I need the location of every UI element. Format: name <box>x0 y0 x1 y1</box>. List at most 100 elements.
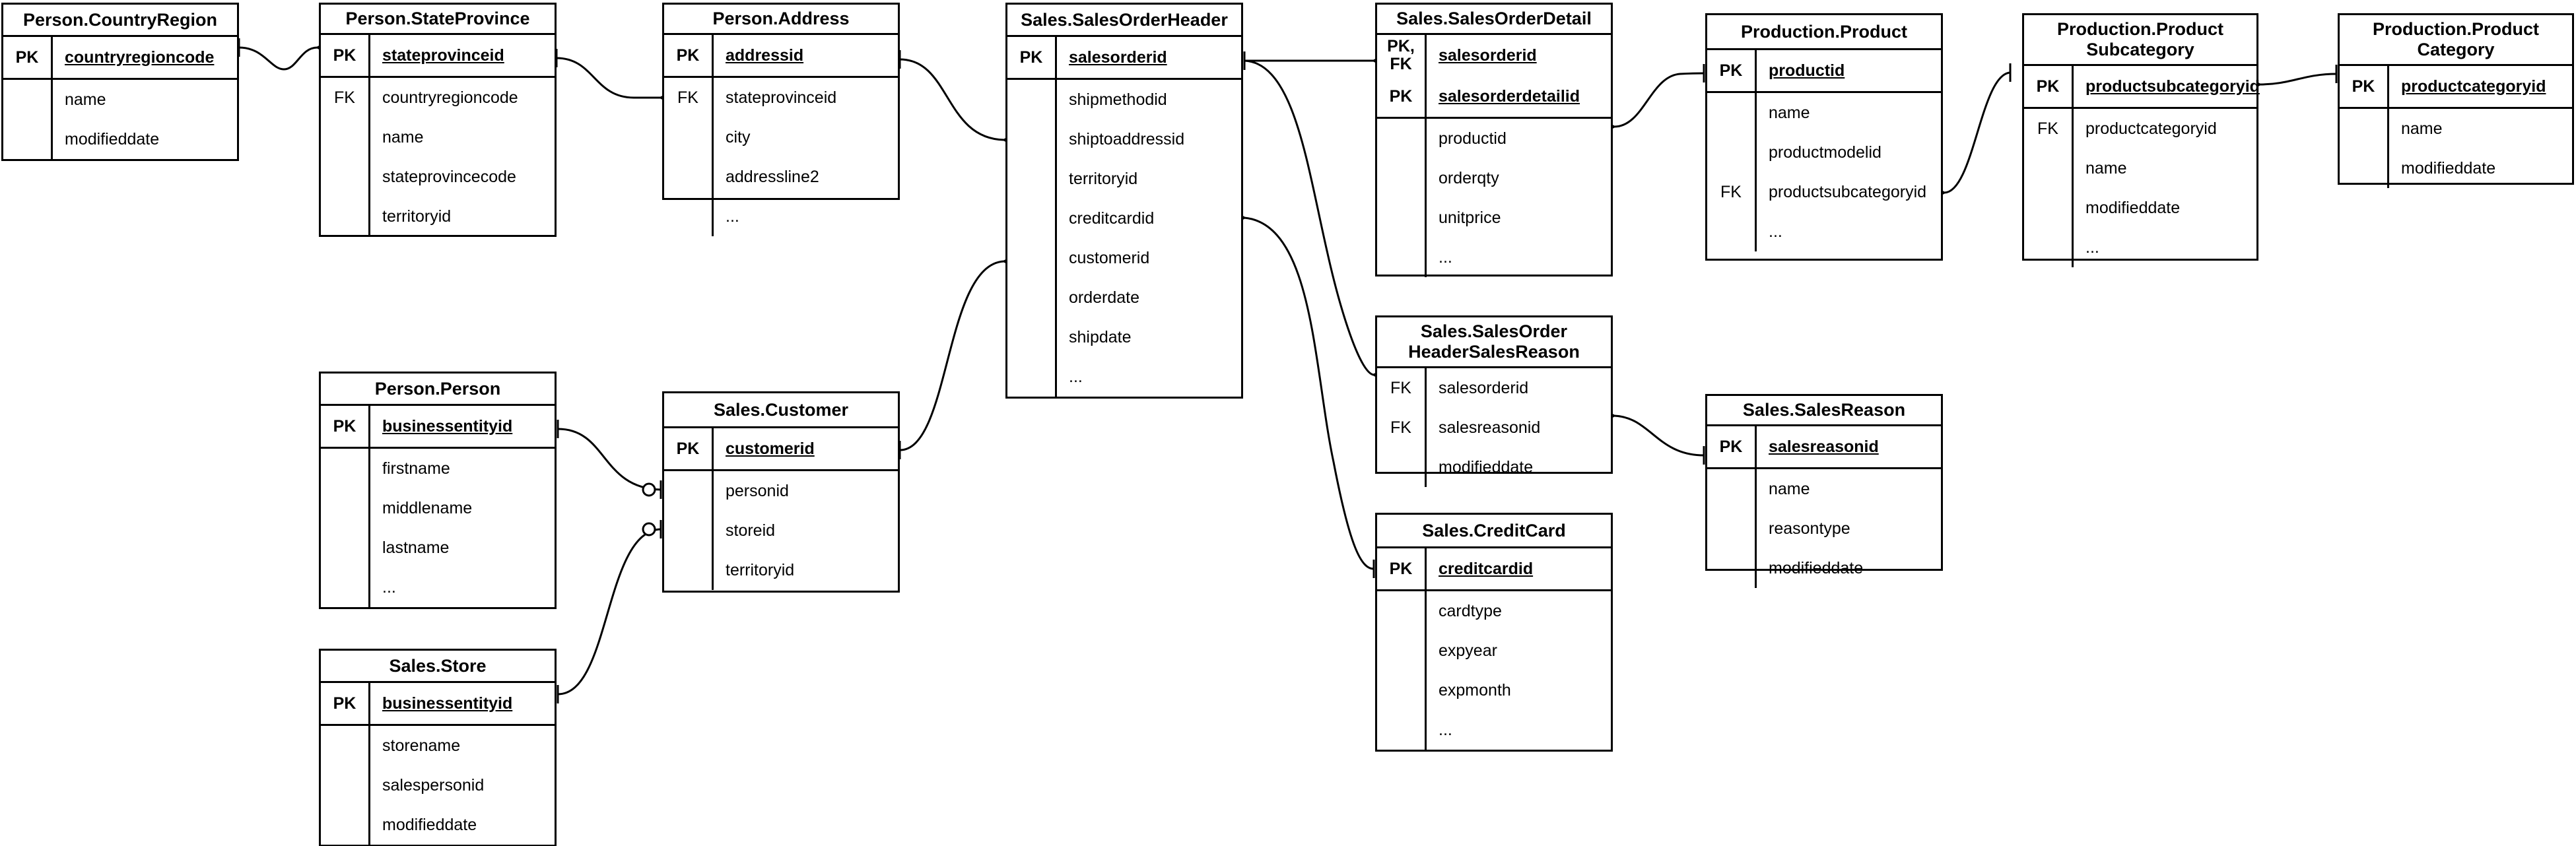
entity-title: Production.Product <box>1707 15 1941 50</box>
attribute-row[interactable]: cardtype <box>1377 591 1611 631</box>
attribute-row[interactable]: storename <box>321 726 555 765</box>
attribute-row[interactable]: customerid <box>1007 238 1241 278</box>
attribute-name: ... <box>1425 710 1611 750</box>
attribute-row[interactable]: shipmethodid <box>1007 80 1241 119</box>
attribute-row[interactable]: ... <box>321 568 555 607</box>
attribute-name: orderdate <box>1055 278 1241 317</box>
attribute-row[interactable]: modifieddate <box>1377 447 1611 487</box>
attribute-row[interactable]: ... <box>1007 357 1241 397</box>
attribute-row[interactable]: orderqty <box>1377 158 1611 198</box>
attribute-row[interactable]: name <box>1707 469 1941 509</box>
attribute-row[interactable]: reasontype <box>1707 509 1941 548</box>
attribute-row[interactable]: ... <box>1377 238 1611 277</box>
attribute-row[interactable]: stateprovincecode <box>321 157 555 197</box>
attribute-row[interactable]: city <box>664 117 898 157</box>
attribute-row[interactable]: name <box>2024 148 2256 188</box>
attribute-row[interactable]: productmodelid <box>1707 133 1941 172</box>
attribute-row[interactable]: modifieddate <box>2340 148 2572 188</box>
attribute-name: name <box>2387 109 2572 148</box>
attribute-row[interactable]: name <box>1707 93 1941 133</box>
attribute-label: salesorderid <box>1439 378 1529 397</box>
attribute-label: ... <box>1439 247 1452 267</box>
attribute-row[interactable]: territoryid <box>1007 159 1241 199</box>
attribute-row[interactable]: shipdate <box>1007 317 1241 357</box>
key-marker <box>2024 228 2072 267</box>
attribute-row[interactable]: creditcardid <box>1007 199 1241 238</box>
attribute-row[interactable]: name <box>2340 109 2572 148</box>
attribute-row[interactable]: lastname <box>321 528 555 568</box>
attribute-row[interactable]: expmonth <box>1377 670 1611 710</box>
attribute-row[interactable]: productid <box>1377 119 1611 158</box>
key-marker <box>1707 548 1755 588</box>
attribute-row[interactable]: unitprice <box>1377 198 1611 238</box>
key-marker <box>1377 198 1425 238</box>
attribute-row[interactable]: middlename <box>321 488 555 528</box>
attribute-row[interactable]: personid <box>664 471 898 511</box>
attribute-row[interactable]: ... <box>664 197 898 236</box>
attribute-row[interactable]: territoryid <box>321 197 555 236</box>
attribute-row[interactable]: salespersonid <box>321 765 555 805</box>
attribute-row[interactable]: shiptoaddressid <box>1007 119 1241 159</box>
key-marker <box>321 805 368 845</box>
attribute-label: salesorderid <box>1069 48 1167 67</box>
attribute-row[interactable]: addressline2 <box>664 157 898 197</box>
key-marker <box>1377 158 1425 198</box>
attribute-row[interactable]: modifieddate <box>3 119 237 159</box>
attribute-row[interactable]: firstname <box>321 449 555 488</box>
attribute-label: storename <box>382 736 461 755</box>
attribute-row[interactable]: expyear <box>1377 631 1611 670</box>
attribute-row[interactable]: storeid <box>664 511 898 550</box>
attribute-row[interactable]: ... <box>1707 212 1941 251</box>
attribute-row[interactable]: modifieddate <box>2024 188 2256 228</box>
attribute-row[interactable]: orderdate <box>1007 278 1241 317</box>
attribute-row[interactable]: ... <box>1377 710 1611 750</box>
attribute-row[interactable]: modifieddate <box>1707 548 1941 588</box>
attribute-label: modifieddate <box>1769 558 1864 577</box>
attribute-row[interactable]: ... <box>2024 228 2256 267</box>
relationship-line-r10 <box>2259 73 2337 86</box>
attribute-row[interactable]: territoryid <box>664 550 898 590</box>
attribute-row[interactable]: name <box>321 117 555 157</box>
attribute-row[interactable]: modifieddate <box>321 805 555 845</box>
key-marker <box>2340 148 2387 188</box>
attribute-label: territoryid <box>1069 169 1138 188</box>
attribute-row[interactable]: name <box>3 80 237 119</box>
